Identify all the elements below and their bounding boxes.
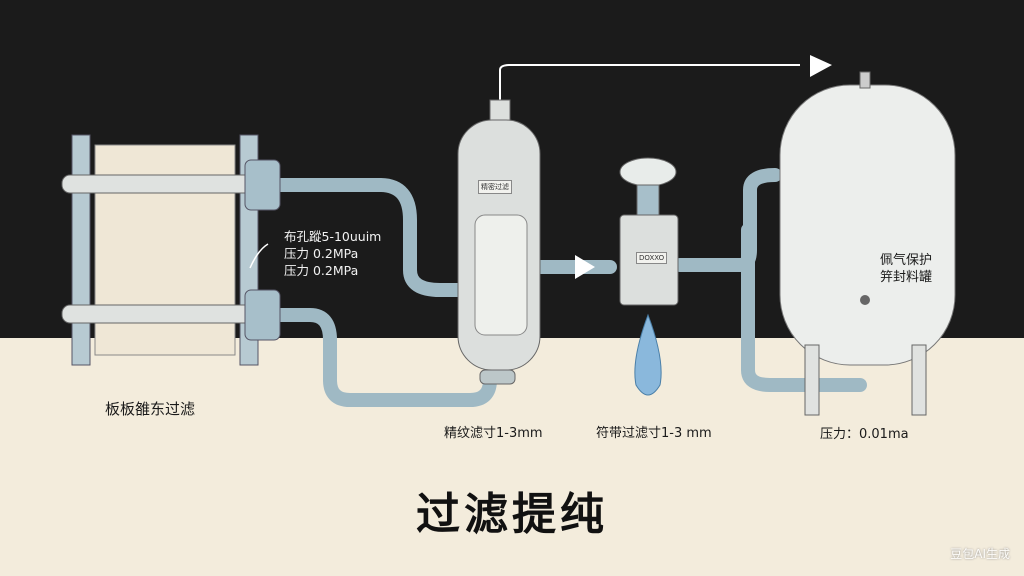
tank-pressure-label: 压力：0.01ma — [820, 427, 909, 442]
bag-filter-tag: DOXXO — [636, 252, 668, 264]
plate-filter-specs: 布孔蹤5-10uuim 压力 0.2MPa 压力 0.2MPa — [284, 228, 381, 279]
plate-filter — [61, 134, 281, 366]
plate-filter-label: 板板雒东过滤 — [105, 400, 196, 418]
fine-filter-tag: 精密过滤 — [478, 180, 512, 194]
bag-filter — [619, 157, 679, 396]
pipe-to-tank — [673, 168, 782, 272]
watermark: 豆包AI生成 — [950, 547, 1010, 561]
spec-pore-size: 布孔蹤5-10uuim — [284, 229, 382, 244]
pipe-bottom-tank — [741, 223, 867, 392]
tank-label: 佩气保护 笄封料罐 — [880, 252, 932, 286]
pipe-upper — [263, 178, 467, 297]
storage-tank — [779, 71, 956, 416]
pipes — [263, 168, 867, 407]
spec-pressure: 压力 0.2MPa — [284, 246, 359, 261]
page-title: 过滤提纯 — [416, 489, 608, 540]
flow-arrow — [575, 255, 595, 279]
bag-filter-label: 符带过滤寸1-3 mm — [596, 426, 712, 441]
fine-filter-label: 精纹滤寸1-3mm — [444, 426, 543, 441]
tank-label-line-2: 笄封料罐 — [880, 270, 933, 285]
tank-label-line-1: 佩气保护 — [880, 253, 933, 268]
pipe-lower — [263, 308, 497, 407]
spec-pressure-2: 压力 0.2MPa — [284, 263, 359, 278]
